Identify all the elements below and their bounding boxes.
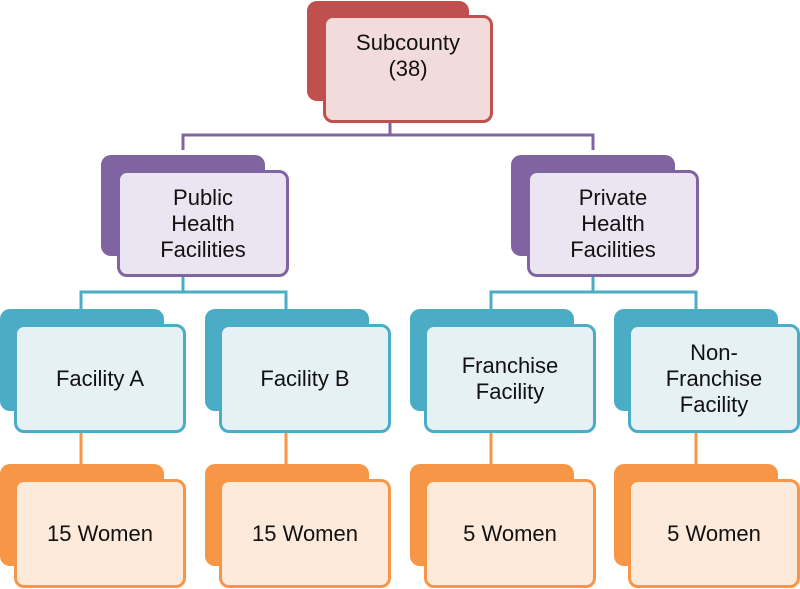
facility-b-women-label: 15 Women	[252, 520, 358, 546]
non-franchise-women-node: 5 Women	[614, 464, 800, 588]
franchise-facility-node: Franchise Facility	[410, 309, 596, 433]
franchise-women-node: 5 Women	[410, 464, 596, 588]
non-franchise-women-label: 5 Women	[667, 520, 761, 546]
franchise-facility-label: Franchise Facility	[461, 352, 559, 404]
connector-root-to-private	[390, 133, 595, 150]
private-health-facilities-node: Private Health Facilities	[511, 155, 699, 277]
connector-public-to-facility-a	[79, 275, 185, 309]
facility-b-women-node: 15 Women	[205, 464, 391, 588]
connector-private-to-franchise	[489, 275, 595, 309]
franchise-women-label: 5 Women	[463, 520, 557, 546]
public-health-facilities-label: Public Health Facilities	[160, 184, 246, 262]
connector-public-to-facility-b	[183, 290, 288, 309]
connector-root-to-public	[181, 120, 392, 150]
root-label: Subcounty (38)	[356, 30, 460, 81]
non-franchise-facility-node: Non- Franchise Facility	[614, 309, 800, 433]
facility-b-node: Facility B	[205, 309, 391, 433]
facility-a-women-node: 15 Women	[0, 464, 186, 588]
facility-a-node: Facility A	[0, 309, 186, 433]
public-health-facilities-node: Public Health Facilities	[101, 155, 289, 277]
connector-private-to-non-franchise	[593, 290, 698, 309]
root-node: Subcounty (38)	[307, 1, 493, 123]
facility-a-women-label: 15 Women	[47, 520, 153, 546]
facility-b-label: Facility B	[260, 365, 350, 391]
facility-a-label: Facility A	[55, 365, 145, 391]
non-franchise-facility-label: Non- Franchise Facility	[665, 339, 763, 417]
private-health-facilities-label: Private Health Facilities	[570, 184, 656, 262]
